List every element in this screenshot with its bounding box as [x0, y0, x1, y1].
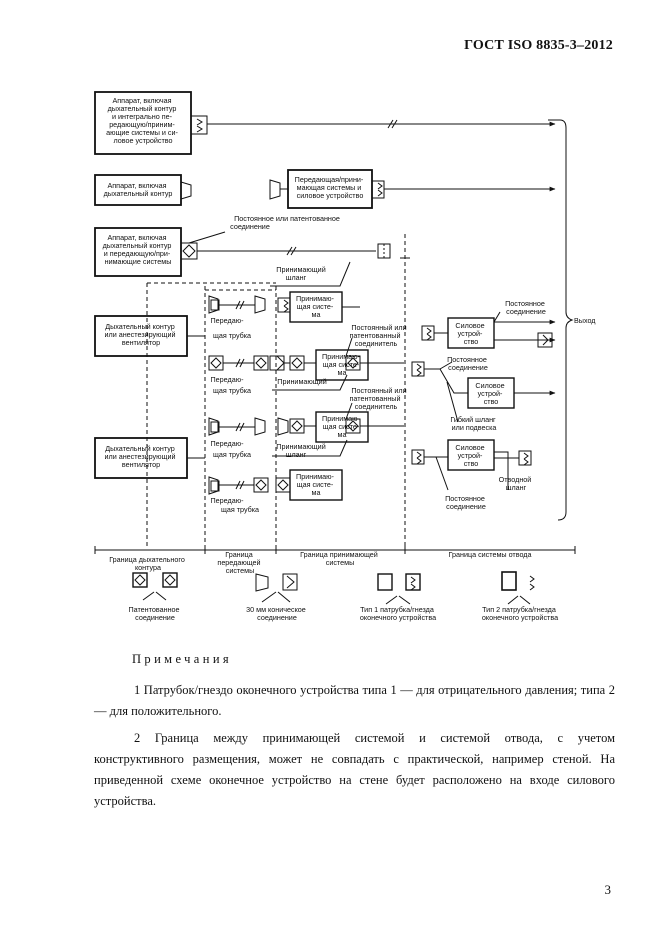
permanent-connection-label-1: Постоянное соединение	[505, 299, 547, 316]
receiving-label-3: Принимаю- щая систе- ма	[322, 414, 362, 439]
apparatus-label-2: Аппарат, включая дыхательный контур	[104, 181, 173, 198]
receiving-label-4: Принимаю- щая систе- ма	[296, 472, 336, 497]
note-2: 2 Граница между принимающей системой и с…	[94, 731, 615, 808]
receiving-system-box-2	[315, 349, 369, 381]
permanent-connection-label-2: Постоянное соединение	[447, 355, 489, 372]
permanent-connection-label-3: Постоянное соединение	[445, 494, 487, 511]
boundary-breathing-label: Граница дыхательного контура	[109, 555, 187, 572]
receiving-label-2: Принимаю- щая систе- ма	[322, 352, 362, 377]
standard-code: ГОСТ ISO 8835-3–2012	[464, 38, 613, 53]
power-label-1: Силовое устрой- ство	[455, 321, 486, 346]
boundary-disposal-label: Граница системы отвода	[449, 550, 532, 559]
transfer-tube-label-3: Передаю- щая трубка	[211, 439, 252, 459]
note-1: 1 Патрубок/гнездо оконечного устройства …	[94, 683, 615, 718]
power-label-3: Силовое устрой- ство	[455, 443, 486, 468]
legend-patented-label: Патентованное соединение	[128, 605, 181, 622]
boundary-transfer-label: Граница передающей системы	[217, 550, 262, 575]
system-diagram: Аппарат, включая дыхательный контур и ин…	[94, 91, 596, 622]
transfer-power-label: Передающая/прини- мающая системы и силов…	[295, 175, 366, 200]
notes-title: Примечания	[132, 652, 233, 666]
connector-label-2: Постоянный или патентованный соединитель	[350, 386, 409, 411]
output-label: Выход	[574, 316, 596, 325]
receiving-label-1: Принимаю- щая систе- ма	[296, 294, 336, 319]
power-device-box-3	[447, 439, 495, 471]
exhaust-hose-label: Отводной шланг	[499, 475, 534, 492]
apparatus-label-1: Аппарат, включая дыхательный контур и ин…	[106, 96, 180, 145]
receiving-system-box-3	[315, 411, 369, 443]
apparatus-label-3: Аппарат, включая дыхательный контур и пе…	[103, 233, 174, 266]
flexible-hose-label: Гибкий шланг или подвеска	[450, 415, 497, 432]
breathing-circuit-label-2: Дыхательный контур или анестезирующий ве…	[105, 444, 178, 469]
connector-label-1: Постоянный или патентованный соединитель	[350, 323, 409, 348]
power-label-2: Силовое устрой- ство	[475, 381, 506, 406]
breathing-circuit-label-1: Дыхательный контур или анестезирующий ве…	[105, 322, 178, 347]
legend-conical-label: 30 мм коническое соединение	[246, 605, 308, 622]
permanent-patented-label: Постоянное или патентованное соединение	[230, 214, 342, 231]
boundary-receiving-label: Граница принимающей системы	[300, 550, 380, 567]
transfer-tube-label-1: Передаю- щая трубка	[211, 316, 252, 340]
receiving-hose-label-3: Принимающий шланг	[276, 442, 327, 459]
page-number: 3	[604, 882, 612, 897]
legend-type1-label: Тип 1 патрубка/гнезда оконечного устройс…	[360, 605, 436, 622]
transfer-tube-label-2: Передаю- щая трубка	[211, 375, 252, 395]
apparatus-box-2	[94, 174, 182, 206]
legend-type2-label: Тип 2 патрубка/гнезда оконечного устройс…	[482, 605, 558, 622]
receiving-hose-label-1: Принимающий шланг	[276, 265, 327, 282]
transfer-tube-label-4: Передаю- щая трубка	[211, 496, 260, 514]
receiving-hose-label-2: Принимающий	[277, 377, 326, 386]
